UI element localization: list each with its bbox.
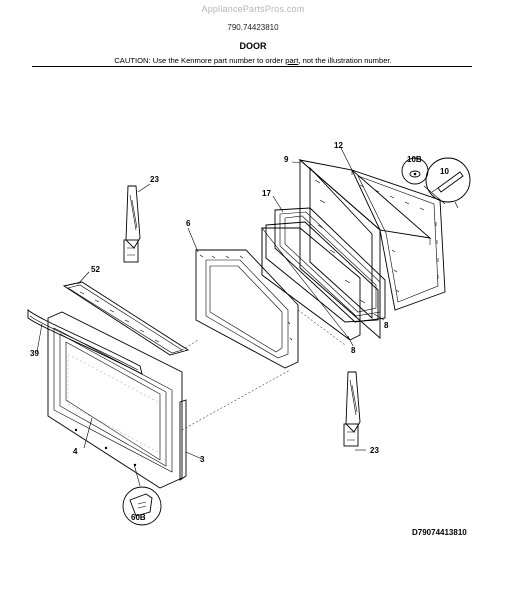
model-number: 790.74423810 [227,23,279,32]
watermark-text: AppliancePartsPros.com [201,4,305,14]
callout-4: 4 [73,447,78,456]
part-8-glass-panel-inner[interactable] [265,221,379,323]
leader-lines [36,147,459,487]
part-6-door-frame[interactable] [195,249,299,369]
assembly-guides [181,309,346,431]
callout-23-lower: 23 [370,446,379,455]
header-rule [32,66,472,67]
callout-8-upper: 8 [384,321,389,330]
callout-12: 12 [334,141,343,150]
part-12-door-liner[interactable] [351,169,446,311]
callout-52: 52 [91,265,100,274]
diagram-code: D79074413810 [412,528,467,537]
part-17-glass-pack[interactable] [274,207,386,323]
part-9-rear-panel[interactable] [298,159,432,339]
callout-9: 9 [284,155,289,164]
section-title: DOOR [239,41,267,51]
callout-60b: 60B [131,513,146,522]
caution-prefix: CAUTION: Use the Kenmore part number to … [114,56,286,65]
part-23-hinge-upper[interactable] [123,185,141,263]
caution-part-link[interactable]: part [285,56,299,65]
part-8-glass-panel-outer[interactable] [261,227,361,341]
callout-6: 6 [186,219,191,228]
callout-39: 39 [30,349,39,358]
part-10-screw-detail[interactable] [425,157,471,203]
part-60b-screw-detail[interactable] [122,486,162,526]
caution-suffix: , not the illustration number. [298,56,392,65]
part-39-door-handle[interactable] [27,309,143,375]
callout-10: 10 [440,167,449,176]
callout-23-upper: 23 [150,175,159,184]
part-3-door-trim[interactable] [179,399,187,481]
callout-17: 17 [262,189,271,198]
caution-notice: CAUTION: Use the Kenmore part number to … [0,56,506,65]
callout-8-lower: 8 [351,346,356,355]
callout-10b: 10B [407,155,422,164]
callout-3: 3 [200,455,205,464]
part-23-hinge-lower[interactable] [343,371,361,447]
